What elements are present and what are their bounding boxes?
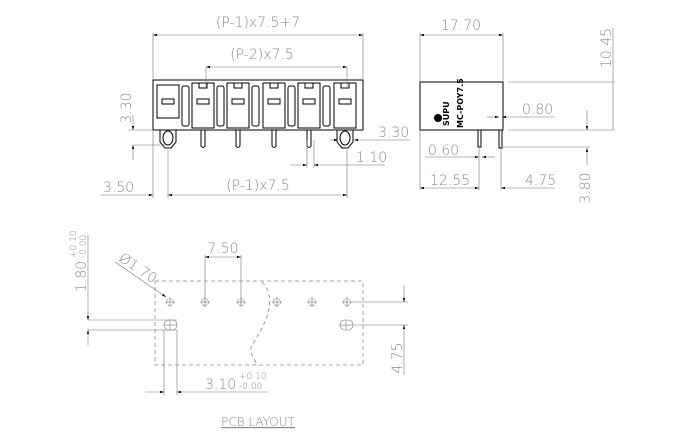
- terminal-slot: [226, 82, 260, 148]
- pcb-layout-title: PCB LAYOUT: [221, 415, 295, 429]
- separator-rib: [322, 85, 331, 127]
- pin-thickness-label: 0.80: [522, 102, 553, 118]
- brand-logo-icon: [434, 114, 442, 122]
- separator-rib: [181, 85, 190, 127]
- pin-width-label: 1.10: [356, 150, 387, 166]
- pin: [306, 130, 312, 148]
- pin: [235, 130, 241, 148]
- pin-span-label: (P-1)x7.5: [226, 178, 290, 194]
- break-line: [250, 281, 271, 367]
- side-view: SUPU MC-POY7.5 17.70 10.45 0.80 3.80 0.6…: [419, 18, 615, 204]
- svg-text:3.10: 3.10: [205, 377, 236, 393]
- terminal-slot: [333, 82, 357, 149]
- side-body: [419, 81, 504, 131]
- boss-pin: [339, 130, 351, 146]
- connector-body: [152, 79, 364, 131]
- svg-text:+0.10: +0.10: [69, 230, 79, 258]
- terminal-slot: [297, 82, 331, 148]
- pin-front: [477, 129, 482, 148]
- svg-text:-0.00: -0.00: [79, 235, 89, 258]
- side-width-label: 17.70: [441, 18, 481, 34]
- front-offset-label: 12.55: [430, 173, 470, 189]
- slot-width-label: 1.80 +0.10 -0.00: [69, 230, 90, 292]
- side-height-label: 10.45: [599, 28, 615, 68]
- terminal-slot: [262, 82, 296, 148]
- svg-text:1.80: 1.80: [74, 261, 90, 292]
- terminal-slot: [156, 84, 190, 149]
- terminal-slot: [191, 82, 225, 148]
- pcb-hole: [307, 297, 317, 307]
- pin-rear: [498, 129, 503, 149]
- pitch-label: 7.50: [207, 241, 238, 257]
- separator-rib: [216, 85, 225, 127]
- overall-width-label: (P-1)x7.5+7: [216, 15, 300, 31]
- edge-offset-label: 3.50: [103, 180, 134, 196]
- boss-width-label: 3.30: [378, 125, 409, 141]
- pcb-layout: 7.50 Ø1.70 1.80 +0.10 -0.00 3.10 +0.10 -…: [69, 230, 408, 429]
- pin-length-label: 3.80: [578, 172, 594, 203]
- model-text: MC-POY7.5: [456, 78, 465, 128]
- pin-gap-label: 0.60: [428, 143, 459, 159]
- pin: [200, 130, 206, 148]
- separator-rib: [287, 85, 296, 127]
- pin: [271, 130, 277, 148]
- front-view: (P-1)x7.5+7 (P-2)x7.5 3.30 3.30 1.10 3.5…: [100, 15, 410, 198]
- slot-length-label: 3.10 +0.10 -0.00: [205, 372, 267, 393]
- rear-offset-label: 4.75: [525, 173, 556, 189]
- svg-text:-0.00: -0.00: [239, 382, 262, 392]
- brand-text: SUPU: [442, 101, 451, 126]
- row-offset-label: 4.75: [390, 342, 406, 373]
- boss-pin: [162, 130, 174, 146]
- pcb-hole: [165, 297, 175, 307]
- hole-diameter-label: Ø1.70: [116, 250, 160, 287]
- height-left-label: 3.30: [119, 92, 135, 123]
- inner-pitch-label: (P-2)x7.5: [230, 47, 294, 63]
- pcb-hole: [342, 297, 352, 307]
- svg-text:+0.10: +0.10: [239, 372, 267, 382]
- footprint-outline: [154, 280, 364, 366]
- separator-rib: [251, 85, 260, 127]
- pcb-hole: [272, 297, 282, 307]
